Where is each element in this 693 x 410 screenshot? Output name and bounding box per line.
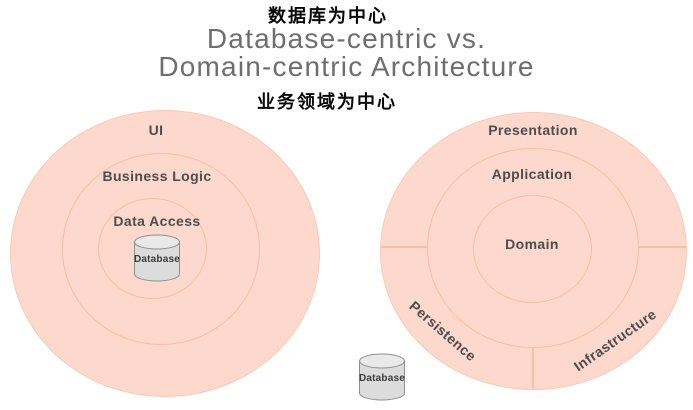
ring-label-domain: Domain — [505, 236, 559, 252]
ring-label-ui: UI — [148, 122, 164, 138]
ring-label-data-access: Data Access — [113, 213, 201, 229]
external-database-cylinder-icon: Database — [358, 352, 406, 402]
annotation-domain-centric: 业务领域为中心 — [257, 92, 397, 113]
segment-divider-left — [381, 246, 428, 248]
database-label: Database — [133, 254, 181, 265]
title-line-1: Database-centric vs. — [206, 23, 487, 54]
segment-divider-right — [639, 246, 686, 248]
external-database-label: Database — [358, 373, 406, 384]
title-line-2: Domain-centric Architecture — [158, 51, 535, 82]
ring-label-presentation: Presentation — [488, 122, 578, 138]
ring-label-business-logic: Business Logic — [102, 168, 212, 184]
database-cylinder-icon: Database — [133, 233, 181, 283]
ring-label-application: Application — [491, 166, 573, 182]
page-title: Database-centric vs. Domain-centric Arch… — [0, 25, 693, 81]
annotation-database-centric: 数据库为中心 — [268, 6, 388, 27]
segment-divider-bottom — [532, 348, 534, 389]
right-inner-ring — [473, 195, 592, 303]
